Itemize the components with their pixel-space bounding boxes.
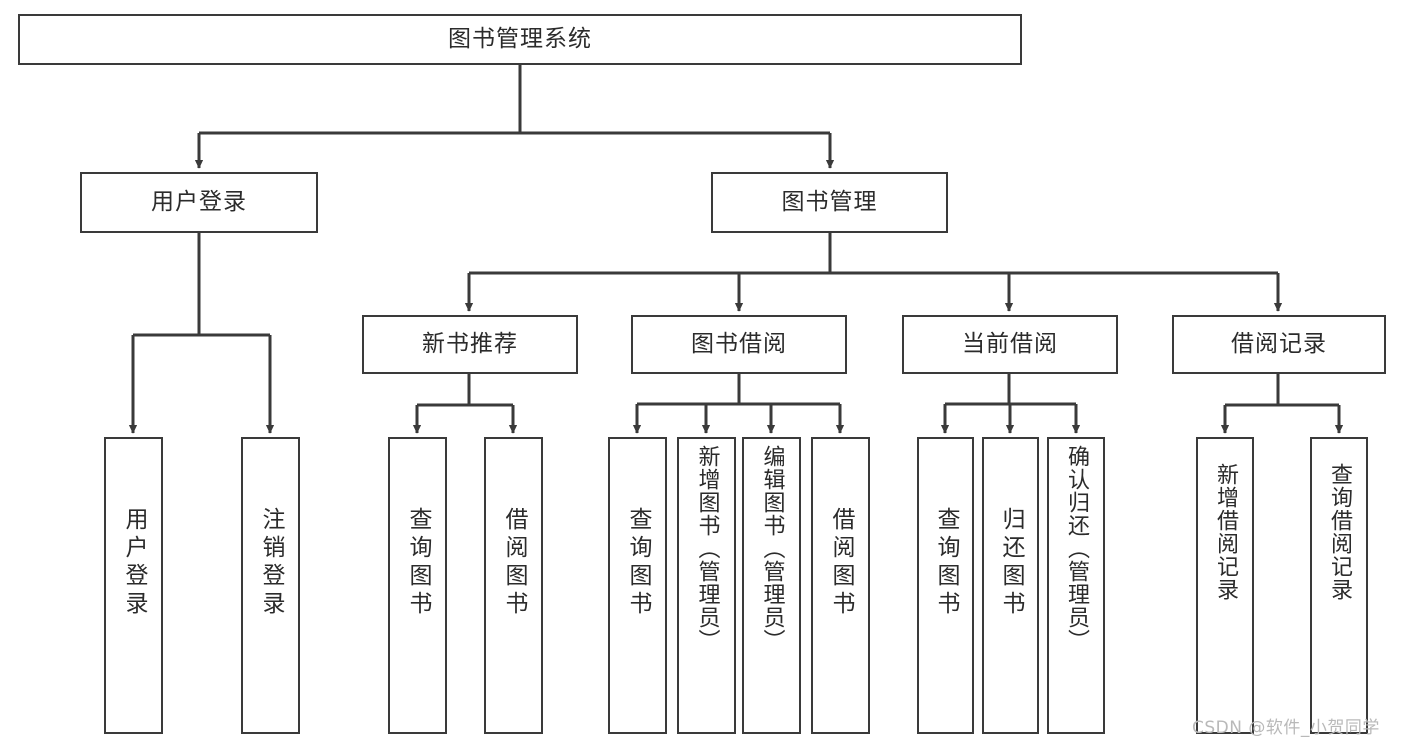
node-leaf-return-book-label: 归还图书 <box>998 507 1024 619</box>
node-book-manage-label: 图书管理 <box>781 188 878 215</box>
node-leaf-borrow-book-2[interactable]: 借阅图书 <box>811 437 870 734</box>
node-leaf-edit-book[interactable]: 编辑图书（管理员） <box>742 437 801 734</box>
node-leaf-user-logout[interactable]: 注销登录 <box>241 437 300 734</box>
node-leaf-query-record[interactable]: 查询借阅记录 <box>1310 437 1368 734</box>
node-leaf-query-record-label: 查询借阅记录 <box>1327 463 1352 601</box>
node-leaf-borrow-book-2-label: 借阅图书 <box>828 507 854 619</box>
node-leaf-add-book[interactable]: 新增图书（管理员） <box>677 437 736 734</box>
node-leaf-return-book[interactable]: 归还图书 <box>982 437 1039 734</box>
node-leaf-confirm-return-label: 确认归还（管理员） <box>1064 445 1089 652</box>
node-new-book-rec-label: 新书推荐 <box>422 330 518 357</box>
node-leaf-borrow-book-1-label: 借阅图书 <box>501 507 527 619</box>
node-root[interactable]: 图书管理系统 <box>18 14 1022 65</box>
node-leaf-query-book-1[interactable]: 查询图书 <box>388 437 447 734</box>
node-borrow-record[interactable]: 借阅记录 <box>1172 315 1386 374</box>
node-leaf-query-book-1-label: 查询图书 <box>405 507 431 619</box>
node-leaf-add-record[interactable]: 新增借阅记录 <box>1196 437 1254 734</box>
node-leaf-user-login[interactable]: 用户登录 <box>104 437 163 734</box>
node-leaf-edit-book-label: 编辑图书（管理员） <box>759 445 785 652</box>
node-current-borrow[interactable]: 当前借阅 <box>902 315 1118 374</box>
node-leaf-query-book-3[interactable]: 查询图书 <box>917 437 974 734</box>
node-book-borrow[interactable]: 图书借阅 <box>631 315 847 374</box>
node-leaf-confirm-return[interactable]: 确认归还（管理员） <box>1047 437 1105 734</box>
node-leaf-query-book-2-label: 查询图书 <box>625 507 651 619</box>
node-leaf-user-logout-label: 注销登录 <box>258 507 284 619</box>
node-user-login[interactable]: 用户登录 <box>80 172 318 233</box>
node-book-manage[interactable]: 图书管理 <box>711 172 948 233</box>
node-user-login-label: 用户登录 <box>151 188 247 215</box>
node-leaf-user-login-label: 用户登录 <box>121 507 147 619</box>
node-borrow-record-label: 借阅记录 <box>1231 330 1327 357</box>
node-leaf-query-book-2[interactable]: 查询图书 <box>608 437 667 734</box>
node-book-borrow-label: 图书借阅 <box>691 330 787 357</box>
node-leaf-borrow-book-1[interactable]: 借阅图书 <box>484 437 543 734</box>
node-new-book-rec[interactable]: 新书推荐 <box>362 315 578 374</box>
node-leaf-query-book-3-label: 查询图书 <box>933 507 959 619</box>
node-leaf-add-book-label: 新增图书（管理员） <box>694 445 720 652</box>
node-leaf-add-record-label: 新增借阅记录 <box>1213 463 1238 601</box>
node-root-label: 图书管理系统 <box>448 25 592 52</box>
node-current-borrow-label: 当前借阅 <box>962 330 1058 357</box>
